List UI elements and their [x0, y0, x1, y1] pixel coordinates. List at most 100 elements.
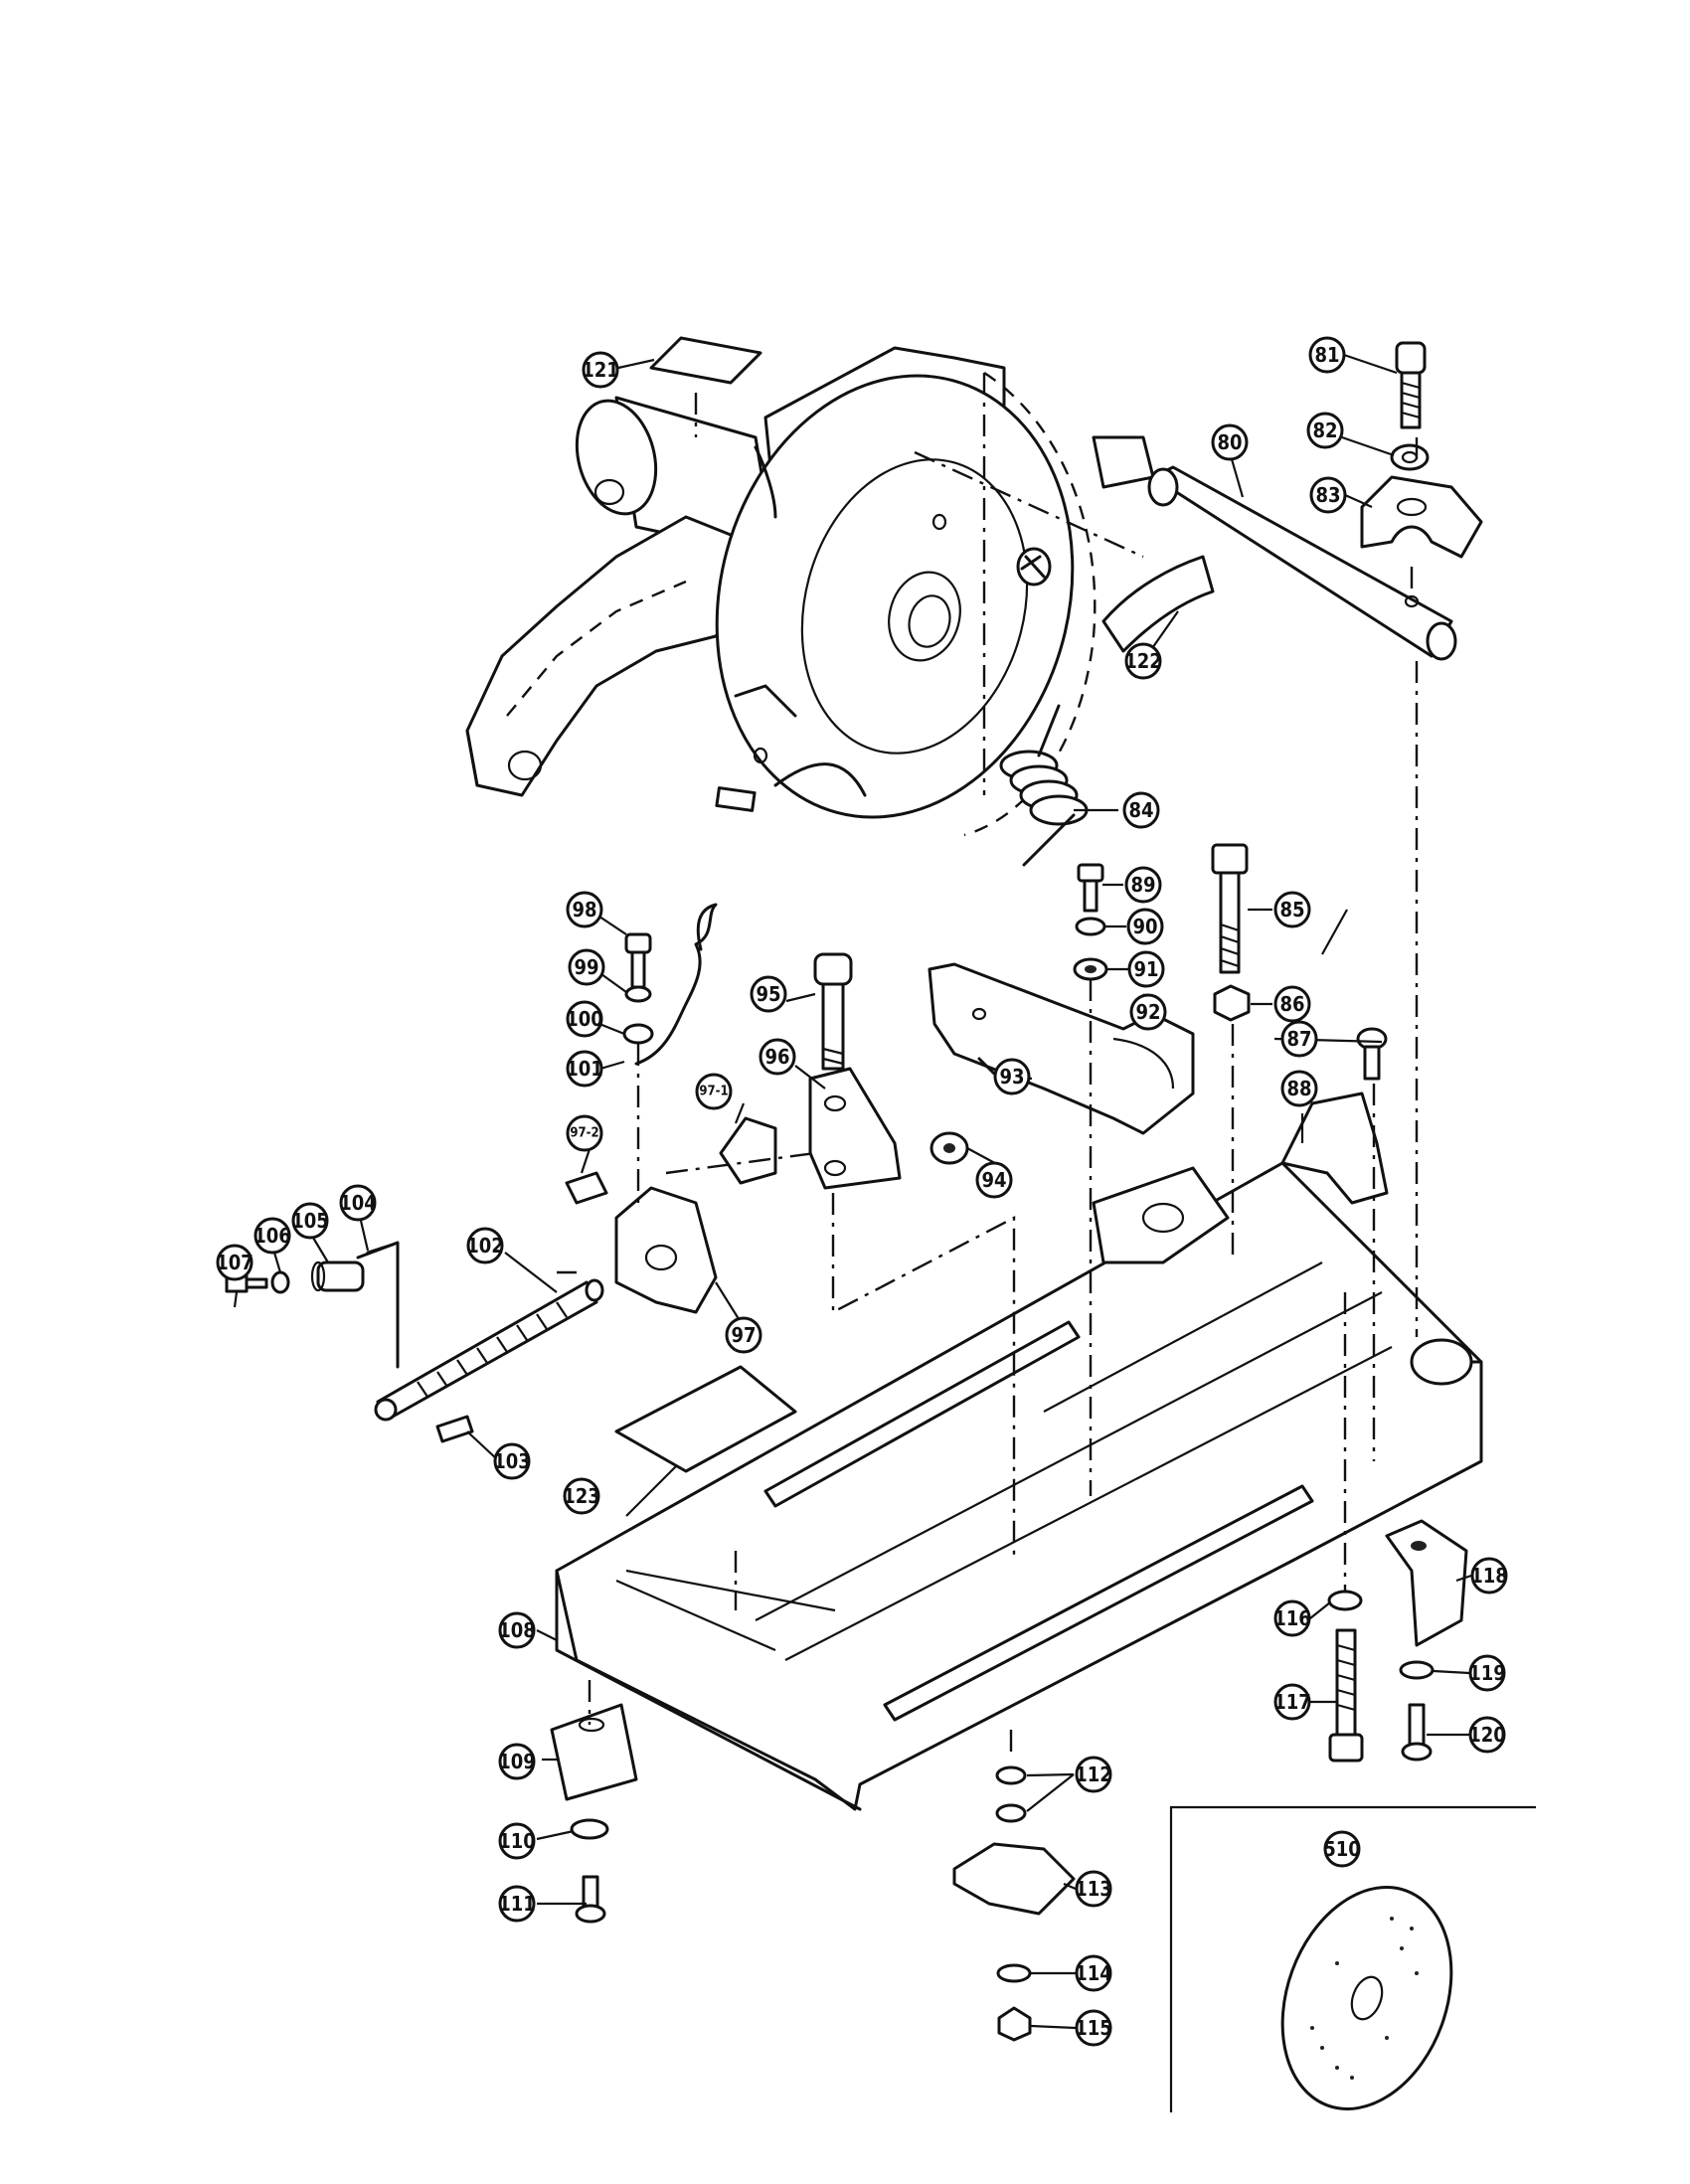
callout-115[interactable]: 115 [1075, 2009, 1112, 2047]
svg-text:109: 109 [498, 1750, 536, 1773]
callout-123[interactable]: 123 [563, 1477, 600, 1515]
callout-119[interactable]: 119 [1468, 1654, 1506, 1692]
block-97-1 [719, 1116, 777, 1185]
callout-82[interactable]: 82 [1306, 412, 1344, 449]
svg-text:97-1: 97-1 [699, 1085, 728, 1099]
callout-87[interactable]: 87 [1280, 1020, 1318, 1058]
base-108 [555, 1161, 1483, 1811]
svg-text:90: 90 [1132, 915, 1157, 938]
svg-text:123: 123 [563, 1484, 600, 1508]
callout-92[interactable]: 92 [1129, 993, 1167, 1031]
svg-text:100: 100 [566, 1007, 603, 1031]
svg-text:121: 121 [582, 358, 619, 382]
callout-111[interactable]: 111 [498, 1885, 536, 1923]
callout-107[interactable]: 107 [216, 1244, 254, 1281]
callout-510[interactable]: 510 [1323, 1830, 1361, 1868]
callout-95[interactable]: 95 [750, 975, 787, 1013]
callout-89[interactable]: 89 [1124, 866, 1162, 904]
callout-91[interactable]: 91 [1127, 950, 1165, 988]
svg-text:99: 99 [574, 955, 598, 979]
svg-text:85: 85 [1279, 898, 1304, 922]
callout-100[interactable]: 100 [566, 1000, 603, 1038]
washer-90 [1075, 917, 1106, 936]
svg-text:81: 81 [1314, 343, 1339, 367]
callout-85[interactable]: 85 [1273, 891, 1311, 928]
stop-block [1092, 1166, 1230, 1264]
callout-96[interactable]: 96 [759, 1038, 796, 1076]
washer-99 [624, 985, 652, 1003]
svg-text:88: 88 [1286, 1077, 1311, 1100]
callout-102[interactable]: 102 [466, 1227, 504, 1264]
callout-101[interactable]: 101 [566, 1050, 603, 1088]
pin-95 [813, 952, 853, 1071]
callout-103[interactable]: 103 [493, 1442, 531, 1480]
callout-98[interactable]: 98 [566, 891, 603, 928]
svg-text:104: 104 [339, 1191, 377, 1215]
svg-text:97: 97 [731, 1323, 756, 1347]
svg-text:110: 110 [498, 1829, 536, 1853]
svg-text:113: 113 [1075, 1877, 1112, 1901]
washer-112a [995, 1765, 1027, 1785]
svg-text:80: 80 [1217, 430, 1242, 454]
callout-121[interactable]: 121 [582, 351, 619, 389]
svg-text:94: 94 [981, 1168, 1006, 1192]
label-121 [649, 336, 762, 385]
callout-80[interactable]: 80 [1211, 423, 1249, 461]
svg-text:112: 112 [1075, 1763, 1112, 1786]
svg-text:117: 117 [1273, 1690, 1311, 1714]
svg-text:97-2: 97-2 [570, 1126, 598, 1141]
callout-106[interactable]: 106 [254, 1217, 291, 1255]
callout-99[interactable]: 99 [568, 948, 605, 986]
washer-106 [270, 1270, 290, 1294]
callout-84[interactable]: 84 [1122, 791, 1160, 829]
callout-113[interactable]: 113 [1075, 1870, 1112, 1908]
foot-118 [1385, 1519, 1468, 1647]
clamp-83 [1360, 475, 1483, 559]
callout-109[interactable]: 109 [498, 1743, 536, 1780]
callout-83[interactable]: 83 [1309, 476, 1347, 514]
svg-text:102: 102 [466, 1234, 504, 1258]
callout-93[interactable]: 93 [993, 1058, 1031, 1095]
callout-108[interactable]: 108 [498, 1611, 536, 1649]
callout-120[interactable]: 120 [1468, 1716, 1506, 1754]
svg-text:119: 119 [1468, 1661, 1506, 1685]
pin-93 [977, 1057, 996, 1076]
callout-104[interactable]: 104 [339, 1184, 377, 1222]
callout-110[interactable]: 110 [498, 1822, 536, 1860]
vise-body-97 [614, 1186, 718, 1314]
chain-101 [634, 903, 718, 1066]
callout-117[interactable]: 117 [1273, 1683, 1311, 1721]
callout-112[interactable]: 112 [1075, 1756, 1112, 1793]
spring-84 [999, 704, 1089, 867]
callout-105[interactable]: 105 [291, 1202, 329, 1240]
callout-118[interactable]: 118 [1470, 1557, 1508, 1595]
foot-109 [550, 1703, 638, 1801]
bracket-88 [1280, 1092, 1389, 1205]
callout-94[interactable]: 94 [975, 1161, 1013, 1199]
grip-105 [316, 1260, 365, 1292]
pivot-shaft [1147, 465, 1457, 661]
callout-97-1[interactable]: 97-1 [695, 1073, 733, 1110]
callout-88[interactable]: 88 [1280, 1070, 1318, 1107]
svg-text:114: 114 [1075, 1961, 1112, 1985]
svg-text:83: 83 [1315, 483, 1340, 507]
callout-116[interactable]: 116 [1273, 1599, 1311, 1637]
callout-122[interactable]: 122 [1124, 642, 1162, 680]
callout-97[interactable]: 97 [725, 1316, 762, 1354]
svg-text:86: 86 [1279, 992, 1304, 1016]
nut-86 [1213, 984, 1251, 1022]
callout-81[interactable]: 81 [1308, 336, 1346, 374]
callout-90[interactable]: 90 [1126, 908, 1164, 945]
svg-text:98: 98 [572, 898, 596, 922]
callout-114[interactable]: 114 [1075, 1954, 1112, 1992]
nut-115 [997, 2006, 1032, 2042]
callout-86[interactable]: 86 [1273, 985, 1311, 1023]
callout-97-2[interactable]: 97-2 [566, 1114, 603, 1152]
svg-text:84: 84 [1128, 798, 1153, 822]
svg-text:101: 101 [566, 1057, 603, 1081]
svg-text:103: 103 [493, 1449, 531, 1473]
svg-text:115: 115 [1075, 2016, 1112, 2040]
washer-100 [622, 1023, 654, 1045]
bolt-81 [1395, 341, 1427, 429]
